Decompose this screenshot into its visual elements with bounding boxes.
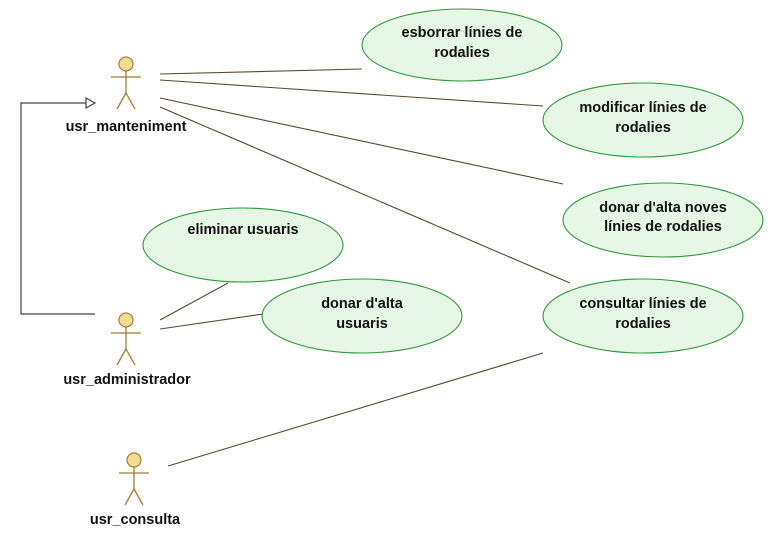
actor-stick-figure-icon xyxy=(119,452,149,506)
usecase-label-line-2: usuaris xyxy=(336,316,388,332)
association-mant-consultar xyxy=(159,106,571,284)
generalization-arrowhead xyxy=(85,96,97,110)
generalization-layer xyxy=(20,96,97,315)
usecase-label-line-2: rodalies xyxy=(615,120,671,136)
usecase-esborrar-lines[interactable]: esborrar línies de rodalies xyxy=(361,8,563,82)
usecase-label-line-1: donar d'alta noves xyxy=(599,200,727,216)
usecase-alta-usuaris[interactable]: donar d'alta usuaris xyxy=(261,278,463,354)
usecase-label-line-1: consultar línies de xyxy=(579,296,706,312)
association-mant-alta-linies xyxy=(159,97,564,185)
usecase-ellipse[interactable] xyxy=(261,278,463,354)
association-cons-consultar xyxy=(167,352,544,467)
usecase-ellipse[interactable] xyxy=(562,182,764,258)
association-mant-esborrar xyxy=(159,68,363,75)
actor-stick-figure-icon xyxy=(111,312,141,366)
usecase-ellipse[interactable] xyxy=(361,8,563,82)
actor-name: usr_consulta xyxy=(90,512,181,528)
association-mant-modificar xyxy=(159,79,544,107)
actor-usr-administrador[interactable]: usr_administrador xyxy=(63,312,191,388)
usecase-ellipse[interactable] xyxy=(542,82,744,158)
association-admin-eliminar xyxy=(159,282,229,321)
usecase-consultar-lines[interactable]: consultar línies de rodalies xyxy=(542,278,744,354)
actor-name: usr_manteniment xyxy=(66,119,187,135)
actor-usr-consulta[interactable]: usr_consulta xyxy=(90,452,181,528)
association-admin-alta-usuaris xyxy=(159,313,264,330)
generalization-connector xyxy=(20,102,95,315)
actor-stick-figure-icon xyxy=(111,56,141,110)
usecase-label-line-2: línies de rodalies xyxy=(604,219,722,235)
usecase-alta-linies[interactable]: donar d'alta noves línies de rodalies xyxy=(562,182,764,258)
usecase-label-line-1: eliminar usuaris xyxy=(187,222,298,238)
usecase-eliminar-usuaris[interactable]: eliminar usuaris xyxy=(142,207,344,283)
usecase-label-line-1: modificar línies de xyxy=(579,100,706,116)
usecase-label-line-2: rodalies xyxy=(434,45,490,61)
actor-usr-manteniment[interactable]: usr_manteniment xyxy=(66,56,187,135)
association-layer xyxy=(159,68,571,467)
usecase-modificar-lines[interactable]: modificar línies de rodalies xyxy=(542,82,744,158)
usecase-label-line-2: rodalies xyxy=(615,316,671,332)
usecase-label-line-1: esborrar línies de xyxy=(402,25,523,41)
actor-name: usr_administrador xyxy=(63,372,191,388)
usecase-ellipse[interactable] xyxy=(542,278,744,354)
usecase-label-line-1: donar d'alta xyxy=(321,296,404,312)
usecase-ellipse[interactable] xyxy=(142,207,344,283)
